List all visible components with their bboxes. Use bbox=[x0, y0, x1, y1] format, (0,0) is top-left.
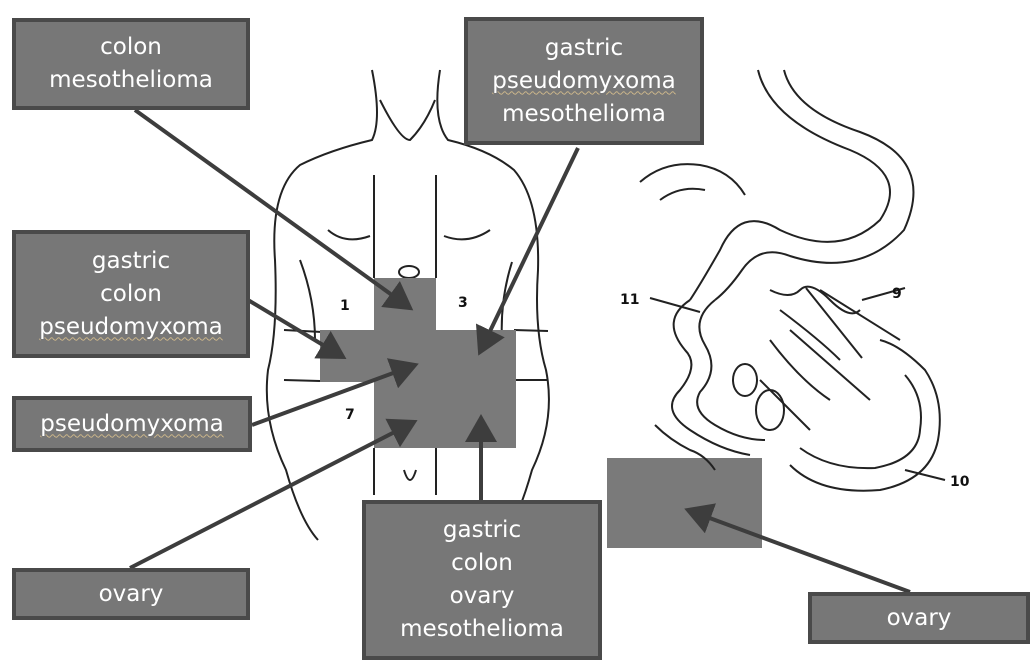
label-line: gastric bbox=[92, 245, 170, 278]
label-line: pseudomyxoma bbox=[39, 311, 222, 344]
label-ovary-left: ovary bbox=[12, 568, 250, 620]
label-gastric-pseudomyxoma-mesothelioma: gastric pseudomyxoma mesothelioma bbox=[464, 17, 704, 145]
label-line: mesothelioma bbox=[49, 64, 213, 97]
label-line: ovary bbox=[887, 602, 952, 635]
right-bowel-region bbox=[607, 458, 762, 548]
label-ovary-right: ovary bbox=[808, 592, 1030, 644]
label-line: pseudomyxoma bbox=[40, 408, 223, 441]
region-number-10: 10 bbox=[950, 474, 970, 490]
label-colon-mesothelioma: colon mesothelioma bbox=[12, 18, 250, 110]
label-line: gastric bbox=[443, 514, 521, 547]
label-line: colon bbox=[100, 31, 162, 64]
label-pseudomyxoma: pseudomyxoma bbox=[12, 396, 252, 452]
label-gastric-colon-ovary-mesothelioma: gastric colon ovary mesothelioma bbox=[362, 500, 602, 660]
label-line: gastric bbox=[545, 32, 623, 65]
region-number-7: 7 bbox=[345, 407, 355, 423]
region-number-9: 9 bbox=[892, 286, 902, 302]
label-line: ovary bbox=[99, 578, 164, 611]
label-line: mesothelioma bbox=[400, 613, 564, 646]
label-line: colon bbox=[100, 278, 162, 311]
region-number-1: 1 bbox=[340, 298, 350, 314]
lower-abdominal-region bbox=[374, 382, 516, 448]
region-number-11: 11 bbox=[620, 292, 639, 308]
label-line: pseudomyxoma bbox=[492, 65, 675, 98]
label-line: ovary bbox=[450, 580, 515, 613]
arrow-ovary-right bbox=[688, 510, 910, 592]
label-line: mesothelioma bbox=[502, 98, 666, 131]
arrow-mid-left bbox=[248, 300, 343, 357]
label-gastric-colon-pseudomyxoma: gastric colon pseudomyxoma bbox=[12, 230, 250, 358]
region-number-3: 3 bbox=[458, 295, 468, 311]
arrow-top-right bbox=[480, 148, 578, 352]
label-line: colon bbox=[451, 547, 513, 580]
